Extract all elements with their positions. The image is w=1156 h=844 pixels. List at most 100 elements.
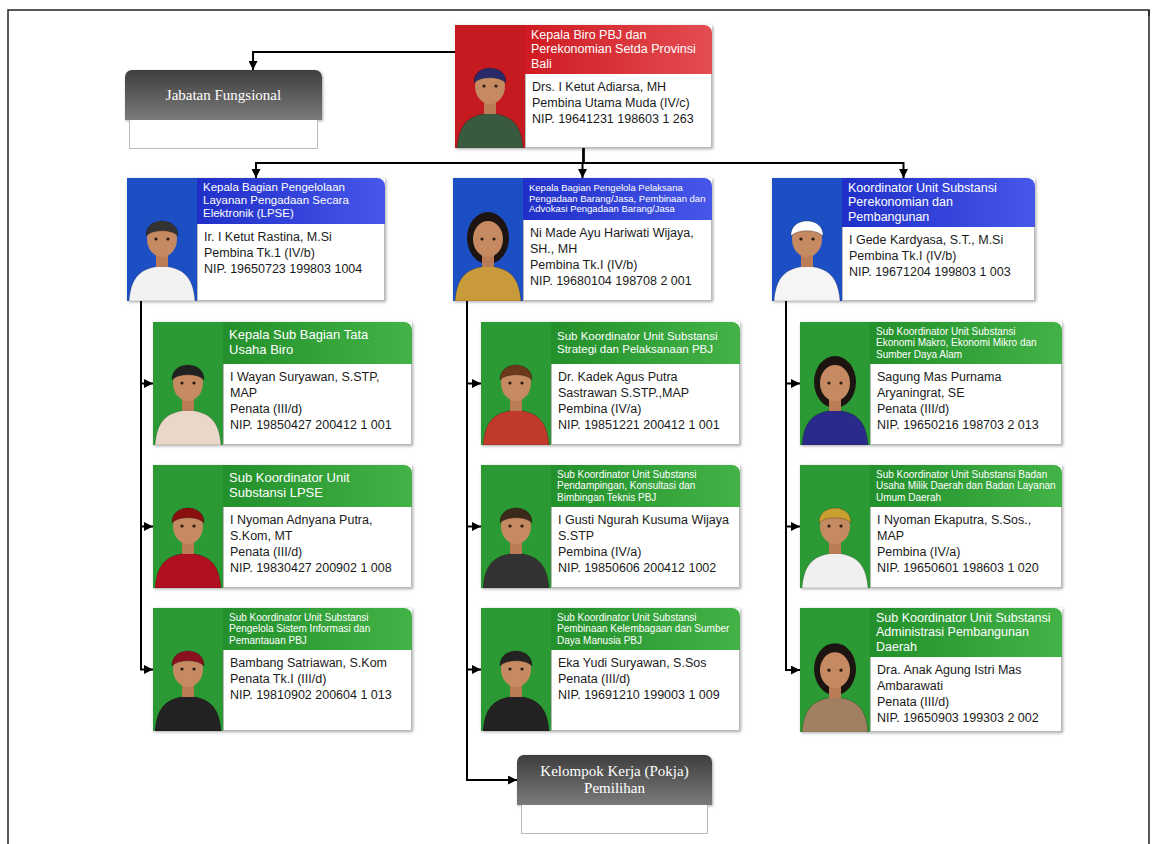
portrait-eye (192, 524, 195, 527)
portrait-eye (494, 84, 497, 87)
portrait-shirt (129, 266, 195, 301)
card-content: Sub Koordinator Unit Substansi Pembinaan… (551, 608, 740, 731)
portrait-shirt (155, 696, 221, 731)
portrait-eye (192, 381, 195, 384)
card-content: Sub Koordinator Unit Substansi Badan Usa… (870, 465, 1062, 588)
portrait-eye (839, 381, 842, 384)
employee-id: NIP. 19650723 199803 1004 (204, 261, 378, 277)
card-content: Koordinator Unit Substansi Perekonomian … (842, 178, 1035, 301)
org-connector (786, 301, 800, 670)
detail-panel: Ir. I Ketut Rastina, M.SiPembina Tk.1 (I… (197, 224, 385, 301)
org-connector (141, 301, 153, 384)
position-title: Sub Koordinator Unit Substansi Pengelola… (229, 612, 406, 647)
detail-panel: Bambang Satriawan, S.KomPenata Tk.I (III… (223, 650, 412, 731)
frame-tick (1148, 10, 1150, 16)
title-band: Sub Koordinator Unit Substansi Pendampin… (551, 465, 740, 507)
photo-panel (481, 465, 551, 588)
portrait-headwear (172, 651, 204, 666)
card-content: Sub Koordinator Unit Substansi Administr… (870, 608, 1062, 732)
rank-grade: Pembina Tk.1 (IV/b) (204, 245, 378, 261)
person-card: Sub Koordinator Unit Substansi Pengelola… (153, 608, 412, 731)
portrait-headwear (500, 508, 532, 523)
person-card: Kepala Bagian Pengelola Pelaksana Pengad… (453, 178, 712, 301)
portrait-eye (508, 667, 511, 670)
person-name: Ni Made Ayu Hariwati Wijaya, SH., MH (530, 225, 705, 257)
portrait-eye (508, 524, 511, 527)
rank-grade: Pembina (IV/a) (558, 544, 733, 560)
portrait-shirt (457, 113, 523, 148)
portrait-eye (166, 237, 169, 240)
card-content: Kepala Biro PBJ dan Perekonomian Setda P… (525, 25, 712, 148)
detail-panel: Eka Yudi Suryawan, S.SosPenata (III/d)NI… (551, 650, 740, 731)
portrait-headwear (791, 221, 823, 236)
portrait (481, 465, 551, 588)
portrait-headwear (146, 221, 178, 236)
person-name: Dr. Kadek Agus Putra Sastrawan S.STP.,MA… (558, 369, 733, 401)
rank-grade: Penata (III/d) (230, 401, 405, 417)
rank-grade: Pembina (IV/a) (877, 544, 1055, 560)
group-band: Kelompok Kerja (Pokja) Pemilihan (517, 755, 712, 805)
person-name: I Gede Kardyasa, S.T., M.Si (849, 232, 1028, 248)
portrait-eye (482, 84, 485, 87)
rank-grade: Pembina Utama Muda (IV/c) (532, 95, 705, 111)
portrait (127, 178, 197, 301)
title-band: Kepala Sub Bagian Tata Usaha Biro (223, 322, 412, 364)
portrait-shirt (155, 553, 221, 588)
portrait-eye (839, 524, 842, 527)
card-content: Sub Koordinator Unit Substansi Pendampin… (551, 465, 740, 588)
employee-id: NIP. 19691210 199003 1 009 (558, 687, 733, 703)
employee-id: NIP. 19851221 200412 1 001 (558, 417, 733, 433)
portrait-shirt (802, 553, 868, 588)
portrait-shirt (483, 410, 549, 445)
title-band: Sub Koordinator Unit Substansi Pengelola… (223, 608, 412, 650)
portrait-face (820, 365, 850, 401)
rank-grade: Penata (III/d) (230, 544, 405, 560)
title-band: Sub Koordinator Unit Substansi Administr… (870, 608, 1062, 657)
portrait-eye (508, 381, 511, 384)
org-connector (253, 52, 455, 70)
employee-id: NIP. 19810902 200604 1 013 (230, 687, 405, 703)
portrait-shirt (155, 410, 221, 445)
detail-panel: Sagung Mas Purnama Aryaningrat, SEPenata… (870, 364, 1062, 445)
employee-id: NIP. 19650903 199303 2 002 (877, 710, 1055, 726)
portrait-eye (520, 667, 523, 670)
org-connector (141, 301, 153, 527)
person-name: Eka Yudi Suryawan, S.Sos (558, 655, 733, 671)
rank-grade: Pembina (IV/a) (558, 401, 733, 417)
position-title: Sub Koordinator Unit Substansi Administr… (876, 611, 1056, 654)
portrait (772, 178, 842, 301)
position-title: Sub Koordinator Unit Substansi Badan Usa… (876, 469, 1056, 504)
portrait-hair (814, 643, 856, 695)
card-content: Kepala Sub Bagian Tata Usaha BiroI Wayan… (223, 322, 412, 445)
portrait-shirt (483, 696, 549, 731)
title-band: Sub Koordinator Unit Substansi Ekonomi M… (870, 322, 1062, 364)
employee-id: NIP. 19850427 200412 1 001 (230, 417, 405, 433)
position-title: Sub Koordinator Unit Substansi Pendampin… (557, 469, 734, 504)
portrait-eye (192, 667, 195, 670)
position-title: Kepala Bagian Pengelola Pelaksana Pengad… (529, 183, 706, 216)
card-content: Kepala Bagian Pengelolaan Layanan Pengad… (197, 178, 385, 301)
org-connector (467, 301, 481, 384)
portrait-headwear (500, 651, 532, 666)
detail-panel: Ni Made Ayu Hariwati Wijaya, SH., MHPemb… (523, 220, 712, 301)
detail-panel: Drs. I Ketut Adiarsa, MHPembina Utama Mu… (525, 74, 712, 148)
title-band: Koordinator Unit Substansi Perekonomian … (842, 178, 1035, 227)
position-title: Sub Koordinator Unit Substansi Pembinaan… (557, 612, 734, 647)
portrait-eye (520, 381, 523, 384)
detail-panel: Dr. Kadek Agus Putra Sastrawan S.STP.,MA… (551, 364, 740, 445)
person-card: Sub Koordinator Unit Substansi Pembinaan… (481, 608, 740, 731)
rank-grade: Pembina Tk.I (IV/b) (530, 257, 705, 273)
title-band: Sub Koordinator Unit Substansi LPSE (223, 465, 412, 507)
position-title: Sub Koordinator Unit Substansi Ekonomi M… (876, 326, 1056, 361)
portrait-headwear (500, 365, 532, 380)
photo-panel (153, 608, 223, 731)
employee-id: NIP. 19830427 200902 1 008 (230, 560, 405, 576)
portrait-eye (827, 669, 830, 672)
rank-grade: Penata (III/d) (558, 671, 733, 687)
portrait (800, 322, 870, 445)
photo-panel (800, 465, 870, 588)
portrait-eye (839, 669, 842, 672)
portrait-face (473, 221, 503, 257)
org-connector (467, 301, 481, 527)
